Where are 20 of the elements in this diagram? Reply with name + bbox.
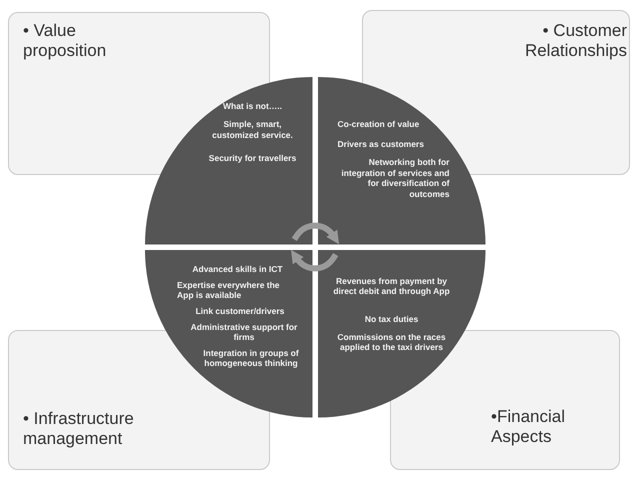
category-heading: • Infrastructure management [23,409,135,450]
quadrant-text: Expertise everywhere the App is available [177,280,281,301]
quadrant-text: No tax duties [364,314,420,324]
cycle-arrow [292,222,340,244]
quadrant-text: Security for travellers [208,153,298,164]
quadrant-text: Revenues from payment by direct debit and through App [332,276,451,297]
quadrant-text: What is not….. [222,101,284,112]
category-heading: •Financial Aspects [491,407,566,448]
quadrant-text: Drivers as customers [338,139,425,150]
quadrant-text: Networking both for integration of services and for diversification of outcomes [340,157,450,200]
quadrant-text: Integration in groups of homogeneous thinking [202,348,300,369]
cycle-arrow [290,250,338,272]
quadrant-text: Link customer/drivers [194,306,286,316]
quadrant-text: Simple, smart, customized service. [211,119,294,140]
quadrant-text: Advanced skills in ICT [191,264,284,274]
quadrant-text: Administrative support for firms [190,322,298,343]
quadrant-text: Commissions on the races applied to the taxi drivers [336,332,447,353]
quadrant-text: Co-creation of value [338,119,420,130]
category-heading: • Customer Relationships [524,21,627,62]
category-heading: • Value proposition [23,21,108,62]
